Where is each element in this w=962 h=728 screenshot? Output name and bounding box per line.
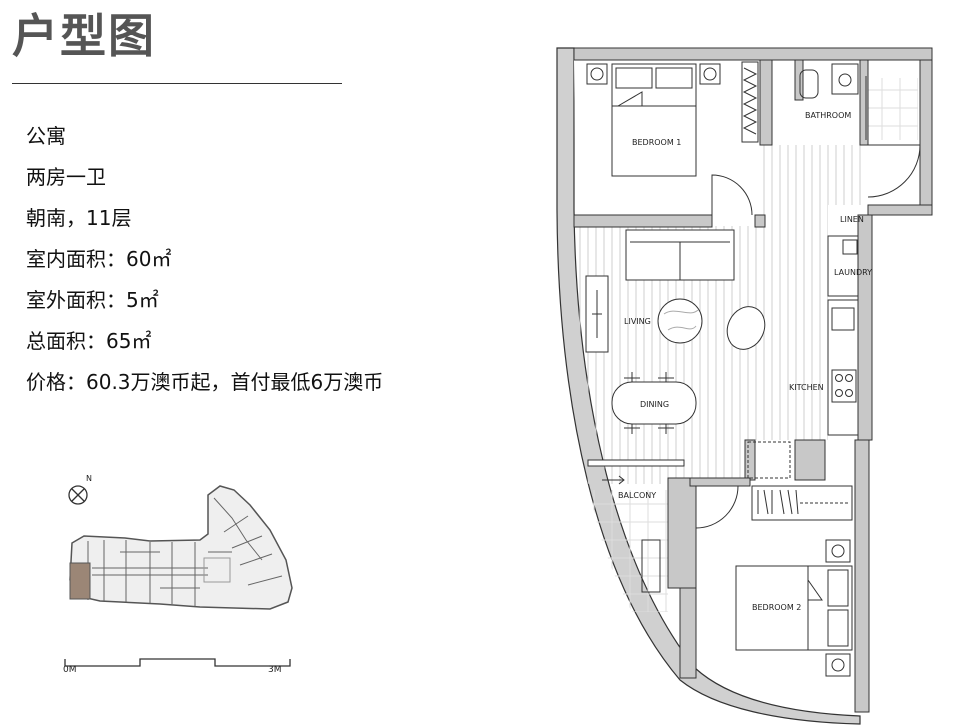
info-orientation: 朝南，11层 xyxy=(26,206,132,230)
burner-1-icon xyxy=(835,374,843,382)
apartment-info: 公寓 两房一卫 朝南，11层 室内面积：60㎡ 室外面积：5㎡ 总面积：65㎡ … xyxy=(26,116,383,403)
lamp-bottom-icon xyxy=(831,658,845,672)
living-label: LIVING xyxy=(624,317,651,326)
sliding-door xyxy=(587,459,685,467)
cooktop xyxy=(831,369,857,403)
armchair xyxy=(726,306,766,350)
balcony-label: BALCONY xyxy=(618,491,656,500)
tv-icon xyxy=(592,290,602,338)
info-outdoor-area: 室外面积：5㎡ xyxy=(26,288,159,312)
door-bedroom1 xyxy=(711,174,753,216)
linen-label: LINEN xyxy=(840,215,864,224)
keyplan-highlight-unit xyxy=(69,562,91,600)
pillow-1b xyxy=(655,67,693,89)
burner-2-icon xyxy=(845,374,853,382)
dining-chairs xyxy=(624,372,674,434)
balcony-floor xyxy=(590,490,668,612)
bed-2 xyxy=(735,565,853,651)
title-divider xyxy=(12,83,342,84)
lamp-top-icon xyxy=(831,544,845,558)
balcony-bench xyxy=(641,539,661,593)
north-label: N xyxy=(86,474,92,483)
bedroom1-label: BEDROOM 1 xyxy=(632,138,681,147)
keyplan-stair xyxy=(203,557,231,583)
key-plan: N xyxy=(68,474,293,610)
balcony: BALCONY xyxy=(587,459,685,593)
kitchen-counter xyxy=(827,299,859,436)
door-bedroom2 xyxy=(695,485,739,529)
bathroom-label: BATHROOM xyxy=(805,111,851,120)
kitchen-label: KITCHEN xyxy=(789,383,824,392)
toilet xyxy=(799,69,819,99)
nightstand-right xyxy=(699,63,721,85)
door-bathroom xyxy=(867,144,921,198)
kitchen: KITCHEN xyxy=(747,299,859,479)
keyplan-outline xyxy=(69,485,293,610)
nightstand-left xyxy=(586,63,608,85)
info-rooms: 两房一卫 xyxy=(26,165,106,189)
lamp-right-icon xyxy=(703,67,717,81)
basin-icon xyxy=(838,73,852,87)
page-title: 户型图 xyxy=(12,9,156,63)
scale-bar: 0M 3M xyxy=(63,658,291,675)
duvet-fold xyxy=(612,91,696,107)
walls xyxy=(573,47,933,713)
nightstand-top xyxy=(825,539,851,563)
laundry-sink xyxy=(842,239,858,255)
nightstand-bottom xyxy=(825,653,851,677)
vanity xyxy=(831,63,859,95)
duvet-fold-2 xyxy=(807,566,823,650)
wardrobe-hangers xyxy=(742,67,758,135)
pillow-2a xyxy=(827,569,849,607)
coffee-table xyxy=(657,298,703,344)
scale-end-label: 3M xyxy=(268,665,282,675)
bedroom2: BEDROOM 2 xyxy=(695,485,853,677)
info-indoor-area: 室内面积：60㎡ xyxy=(26,247,172,271)
living: LIVING xyxy=(585,229,766,353)
bathroom: BATHROOM xyxy=(799,63,921,198)
dining-table xyxy=(611,381,697,425)
pillow-1a xyxy=(615,67,653,89)
wardrobe-1 xyxy=(741,61,759,143)
bed-1 xyxy=(611,63,697,177)
scale-start-label: 0M xyxy=(63,665,77,675)
kitchen-sink xyxy=(831,307,855,331)
bathroom-floor xyxy=(866,78,918,140)
info-type: 公寓 xyxy=(26,124,66,148)
laundry-cabinet xyxy=(827,235,859,297)
arrow-icon xyxy=(602,475,625,485)
wardrobe-2-hangers xyxy=(757,489,799,515)
info-total-area: 总面积：65㎡ xyxy=(26,329,152,353)
north-compass-icon: N xyxy=(68,474,92,505)
dining-label: DINING xyxy=(640,400,669,409)
laundry-label: LAUNDRY xyxy=(834,268,872,277)
bedroom1: BEDROOM 1 xyxy=(586,61,759,216)
burner-3-icon xyxy=(835,389,843,397)
marble-veins xyxy=(663,309,699,331)
dining: DINING xyxy=(611,372,697,434)
bedroom2-label: BEDROOM 2 xyxy=(752,603,801,612)
info-price: 价格：60.3万澳币起，首付最低6万澳币 xyxy=(26,370,384,394)
pillow-2b xyxy=(827,609,849,647)
lamp-left-icon xyxy=(590,67,604,81)
burner-4-icon xyxy=(845,389,853,397)
fridge-space xyxy=(747,441,791,479)
floor-plan: BEDROOM 1 BATHROOM LINEN LAUNDRY xyxy=(556,47,933,725)
